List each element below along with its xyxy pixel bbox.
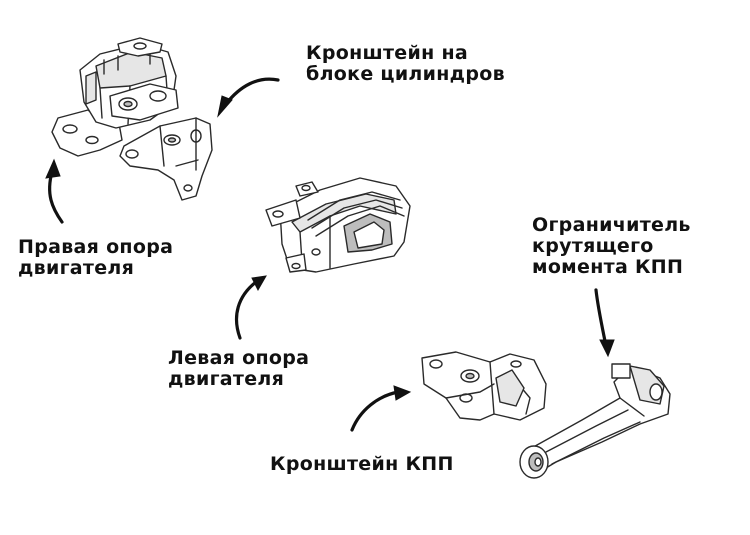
block-bracket-label: Кронштейн на блоке цилиндров [306, 43, 505, 85]
gearbox-bracket-drawing [421, 351, 547, 421]
torque-limiter-label-line2: крутящего [532, 235, 654, 257]
block-bracket-label-line1: Кронштейн на [306, 42, 468, 64]
right-mount-label: Правая опора двигателя [18, 237, 173, 279]
arrow-to-left-mount [234, 275, 267, 340]
right-engine-mount-drawing [51, 37, 179, 157]
right-mount-label-line1: Правая опора [18, 236, 174, 258]
arrow-to-torque-limiter [594, 288, 615, 358]
gearbox-bracket-label-line1: Кронштейн КПП [270, 453, 454, 475]
right-mount-label-line2: двигателя [18, 257, 135, 279]
arrow-to-gearbox-bracket [350, 385, 412, 432]
gearbox-bracket-label: Кронштейн КПП [270, 454, 454, 475]
left-engine-mount-drawing [265, 177, 411, 273]
arrow-to-right-mount [45, 158, 64, 224]
cylinder-block-bracket-drawing [119, 117, 213, 201]
torque-limiter-label: Ограничитель крутящего момента КПП [532, 215, 691, 278]
torque-limiter-label-line1: Ограничитель [532, 214, 691, 236]
left-mount-label-line1: Левая опора [168, 347, 310, 369]
left-mount-label-line2: двигателя [168, 368, 285, 390]
arrow-to-block-bracket [217, 77, 280, 118]
block-bracket-label-line2: блоке цилиндров [306, 63, 505, 85]
torque-limiter-drawing [519, 363, 671, 479]
left-mount-label: Левая опора двигателя [168, 348, 309, 390]
torque-limiter-label-line3: момента КПП [532, 256, 684, 278]
